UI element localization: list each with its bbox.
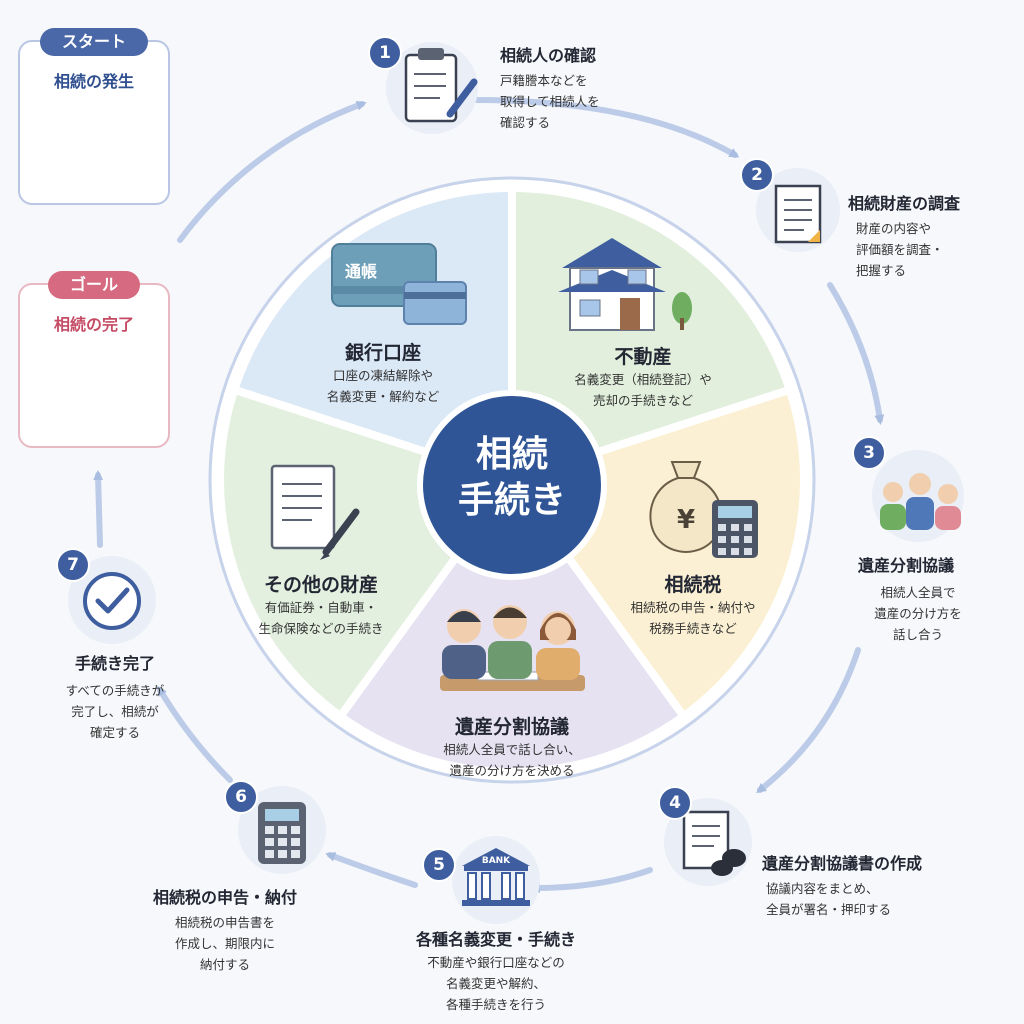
money-bag-calculator-icon: ¥ <box>649 461 758 558</box>
segment-desc-line: 口座の凍結解除や <box>332 368 433 383</box>
hub-circle <box>417 390 607 580</box>
arrow-4-to-5 <box>530 867 653 893</box>
arrow-start-to-1 <box>177 101 367 243</box>
segment-desc-line: 名義変更（相続登記）や <box>574 372 712 387</box>
step-desc-line: 各種手続きを行う <box>445 997 546 1012</box>
segment-desc-line: 有価証券・自動車・ <box>264 600 378 615</box>
segment-title: 遺産分割協議 <box>454 716 569 738</box>
step-desc: すべての手続きが 完了し、相続が 確定する <box>40 680 190 743</box>
step-title: 手続き完了 <box>74 654 155 673</box>
step-desc-line: 財産の内容や <box>856 221 932 236</box>
segment-title: その他の財産 <box>263 574 378 596</box>
arrow-7-to-goal <box>93 470 104 548</box>
segment-other-assets: その他の財産 有価証券・自動車・ 生命保険などの手続き <box>236 570 406 639</box>
clipboard-pen-icon <box>404 48 478 123</box>
people-icon <box>880 473 961 530</box>
hub-line-1: 相続 <box>475 434 548 475</box>
step-2-badge: 2 <box>740 158 774 192</box>
step-desc: 財産の内容や 評価額を調査・ 把握する <box>856 218 944 281</box>
step-desc-line: 納付する <box>199 957 250 972</box>
segment-desc-line: 売却の手続きなど <box>592 393 693 408</box>
step-title: 遺産分割協議書の作成 <box>762 854 923 873</box>
step-desc-line: 作成し、期限内に <box>174 936 275 951</box>
document-seal-icon <box>682 810 746 876</box>
hub-line-2: 手続き <box>457 480 566 521</box>
start-badge: スタート <box>39 28 149 56</box>
step-desc-line: 相続人全員で <box>880 585 956 600</box>
step-desc-line: 戸籍謄本などを <box>500 73 588 88</box>
step-1-badge: 1 <box>368 36 402 70</box>
step-3-badge: 3 <box>852 436 886 470</box>
document-pen-icon <box>270 464 360 560</box>
step-desc-line: 相続税の申告書を <box>174 915 275 930</box>
step-desc-line: 把握する <box>856 263 907 278</box>
step-7-badge: 7 <box>56 548 90 582</box>
step-title: 相続財産の調査 <box>848 194 961 213</box>
segment-estate-division: 遺産分割協議 相続人全員で話し合い、 遺産の分け方を決める <box>417 712 607 781</box>
arrow-6-to-7 <box>157 685 233 783</box>
step-desc: 戸籍謄本などを 取得して相続人を 確認する <box>500 70 600 133</box>
calculator-icon <box>258 802 306 864</box>
segment-desc-line: 相続税の申告・納付や <box>630 600 756 615</box>
segment-desc-line: 遺産の分け方を決める <box>449 763 575 778</box>
check-circle-icon <box>83 572 141 630</box>
start-title: 相続の発生 <box>53 72 134 91</box>
step-title: 相続人の確認 <box>500 46 597 65</box>
step-desc-line: 全員が署名・押印する <box>766 902 892 917</box>
bankbook-label: 通帳 <box>345 262 377 281</box>
cycle-arrows <box>93 97 885 893</box>
segment-title: 相続税 <box>664 574 722 596</box>
goal-title: 相続の完了 <box>53 315 134 334</box>
step-desc-line: 確定する <box>89 725 140 740</box>
house-icon <box>558 238 692 331</box>
segment-title: 銀行口座 <box>344 342 421 364</box>
bank-label: BANK <box>482 856 511 866</box>
step-title: 各種名義変更・手続き <box>415 930 576 949</box>
step-title: 相続税の申告・納付 <box>152 888 297 907</box>
step-desc-line: 完了し、相続が <box>71 704 159 719</box>
segment-desc-line: 名義変更・解約など <box>326 389 440 404</box>
step-desc: 協議内容をまとめ、 全員が署名・押印する <box>766 878 891 920</box>
arrow-5-to-6 <box>325 852 418 888</box>
step-desc-line: 確認する <box>500 115 551 130</box>
family-meeting-icon <box>440 605 585 691</box>
segment-inheritance-tax: 相続税 相続税の申告・納付や 税務手続きなど <box>608 570 778 639</box>
document-icon <box>774 184 822 244</box>
goal-card: ゴール 相続の完了 <box>18 271 170 448</box>
segment-bank-account: 銀行口座 口座の凍結解除や 名義変更・解約など <box>298 338 468 407</box>
step-6-badge: 6 <box>224 780 258 814</box>
arrow-1-to-2 <box>472 97 740 158</box>
arrow-3-to-4 <box>756 647 861 794</box>
step-desc-line: 話し合う <box>892 627 943 642</box>
yen-label: ¥ <box>677 505 695 535</box>
step-4-badge: 4 <box>658 786 692 820</box>
bankbook-card-icon: 通帳 <box>331 243 467 325</box>
segment-desc-line: 税務手続きなど <box>649 621 737 636</box>
step-desc-line: 遺産の分け方を <box>874 606 962 621</box>
step-title: 遺産分割協議 <box>858 556 955 575</box>
segment-real-estate: 不動産 名義変更（相続登記）や 売却の手続きなど <box>548 342 738 411</box>
step-desc: 不動産や銀行口座などの 名義変更や解約、 各種手続きを行う <box>396 952 596 1015</box>
step-desc-line: 取得して相続人を <box>500 94 600 109</box>
segment-desc-line: 生命保険などの手続き <box>258 621 384 636</box>
goal-badge: ゴール <box>47 271 141 299</box>
step-desc: 相続人全員で 遺産の分け方を 話し合う <box>858 582 978 645</box>
hub-label: 相続 手続き <box>422 432 602 524</box>
step-desc-line: 名義変更や解約、 <box>445 976 546 991</box>
step-desc-line: 協議内容をまとめ、 <box>766 881 879 896</box>
start-card: スタート 相続の発生 <box>18 28 170 205</box>
step-desc-line: 不動産や銀行口座などの <box>427 955 565 970</box>
step-desc-line: 評価額を調査・ <box>856 242 944 257</box>
step-5-badge: 5 <box>422 848 456 882</box>
step-desc-line: すべての手続きが <box>65 683 165 698</box>
step-desc: 相続税の申告書を 作成し、期限内に 納付する <box>140 912 310 975</box>
segment-title: 不動産 <box>614 346 672 368</box>
segment-desc-line: 相続人全員で話し合い、 <box>443 742 581 757</box>
arrow-2-to-3 <box>827 282 885 425</box>
bank-icon: BANK <box>462 848 530 906</box>
